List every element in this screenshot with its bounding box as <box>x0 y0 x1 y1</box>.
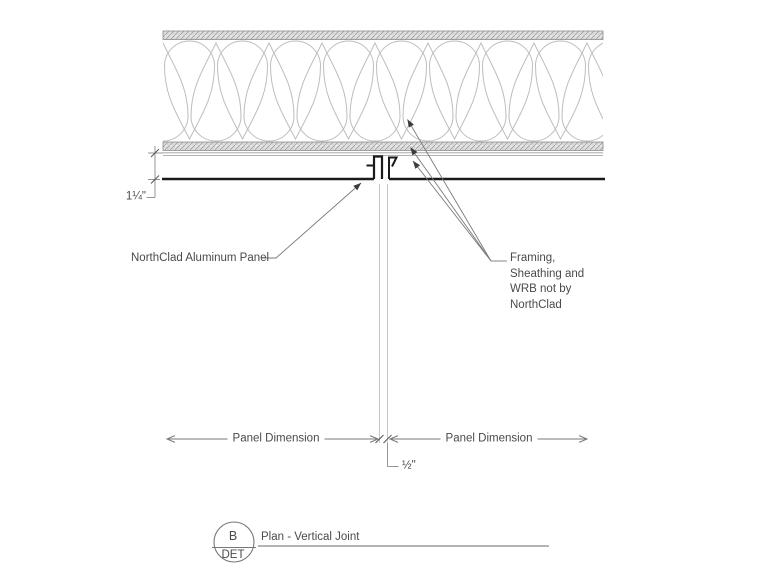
framing-note-line: Framing, <box>510 252 556 264</box>
framing-note-line: NorthClad <box>510 298 562 311</box>
detail-bubble-letter: B <box>228 529 238 543</box>
joint-projection-lines <box>379 184 388 443</box>
panel-dimension-right-text: Panel Dimension <box>440 431 538 447</box>
vertical-joint-extrusion <box>366 155 399 179</box>
framing-leader <box>407 119 507 262</box>
insulation-batt <box>163 40 603 142</box>
detail-bubble-sheet: DET <box>221 549 245 561</box>
joint-dimension-ticks <box>375 434 392 444</box>
framing-note: Framing, Sheathing and WRB not by NorthC… <box>510 251 584 313</box>
panel-label: NorthClad Aluminum Panel <box>131 252 270 264</box>
panel-dimension-left-text: Panel Dimension <box>227 431 325 447</box>
sheathing-band-top <box>162 30 604 40</box>
panel-leader <box>262 182 362 259</box>
detail-title: Plan - Vertical Joint <box>261 531 360 543</box>
wrb-lines <box>163 152 603 156</box>
sheathing-band-bottom <box>162 141 604 151</box>
panel-depth-dim-text: 1¼" <box>125 190 146 203</box>
framing-note-line: Sheathing and <box>510 267 585 280</box>
joint-dimension-leader <box>387 443 399 467</box>
panel-depth-dimension <box>146 146 163 198</box>
joint-dim-text: ½" <box>402 459 416 472</box>
detail-bubble <box>212 521 256 563</box>
framing-note-line: WRB not by <box>510 283 572 295</box>
